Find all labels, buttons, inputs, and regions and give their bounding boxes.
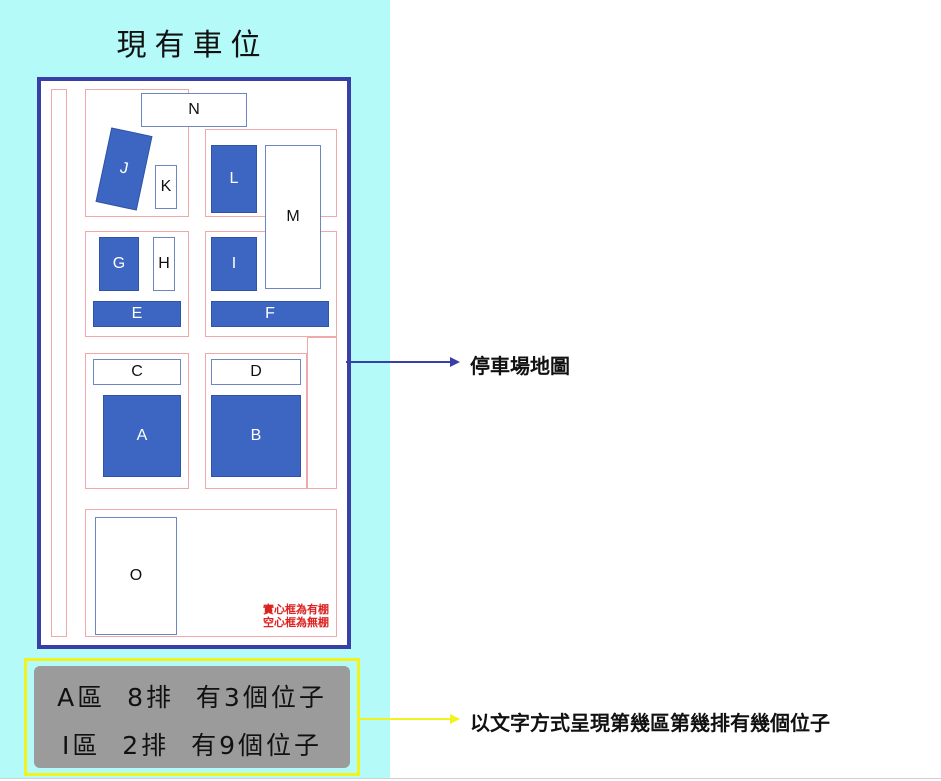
parking-map: N J K L M G H I E F C D A B O 實心框為有棚 空心框… bbox=[37, 77, 351, 649]
zone-f[interactable]: F bbox=[211, 301, 329, 327]
parking-map-canvas: N J K L M G H I E F C D A B O 實心框為有棚 空心框… bbox=[47, 89, 339, 637]
road-block bbox=[85, 89, 189, 217]
road-block bbox=[205, 353, 307, 489]
road-block bbox=[307, 337, 337, 489]
availability-line-1: A區 8排 有3個位子 bbox=[57, 683, 327, 712]
zone-k[interactable]: K bbox=[155, 165, 177, 209]
zone-n[interactable]: N bbox=[141, 93, 247, 127]
availability-text-frame: A區 8排 有3個位子 I區 2排 有9個位子 bbox=[24, 658, 360, 776]
legend-open-text: 空心框為無棚 bbox=[263, 616, 329, 629]
road-line bbox=[51, 89, 67, 637]
zone-i[interactable]: I bbox=[211, 237, 257, 291]
map-callout-arrow bbox=[346, 357, 460, 367]
road-block bbox=[85, 231, 189, 337]
zone-c[interactable]: C bbox=[93, 359, 181, 385]
road-line bbox=[85, 509, 337, 637]
availability-text-box: A區 8排 有3個位子 I區 2排 有9個位子 bbox=[34, 666, 350, 768]
zone-o[interactable]: O bbox=[95, 517, 177, 635]
legend-covered-text: 實心框為有棚 bbox=[263, 603, 329, 616]
zone-e[interactable]: E bbox=[93, 301, 181, 327]
parking-panel: 現有車位 N J K L M G H I E F C D A bbox=[0, 0, 390, 778]
zone-l[interactable]: L bbox=[211, 145, 257, 213]
map-callout-label: 停車場地圖 bbox=[470, 354, 570, 378]
zone-d[interactable]: D bbox=[211, 359, 301, 385]
zone-h[interactable]: H bbox=[153, 237, 175, 291]
panel-title: 現有車位 bbox=[116, 28, 269, 63]
road-block bbox=[85, 353, 189, 489]
zone-m[interactable]: M bbox=[265, 145, 321, 289]
bottom-divider bbox=[0, 778, 941, 779]
map-legend-note: 實心框為有棚 空心框為無棚 bbox=[263, 603, 329, 629]
zone-a[interactable]: A bbox=[103, 395, 181, 477]
zone-g[interactable]: G bbox=[99, 237, 139, 291]
text-callout-label: 以文字方式呈現第幾區第幾排有幾個位子 bbox=[470, 711, 830, 735]
availability-line-2: I區 2排 有9個位子 bbox=[62, 731, 322, 760]
text-callout-arrow bbox=[360, 714, 460, 724]
zone-b[interactable]: B bbox=[211, 395, 301, 477]
